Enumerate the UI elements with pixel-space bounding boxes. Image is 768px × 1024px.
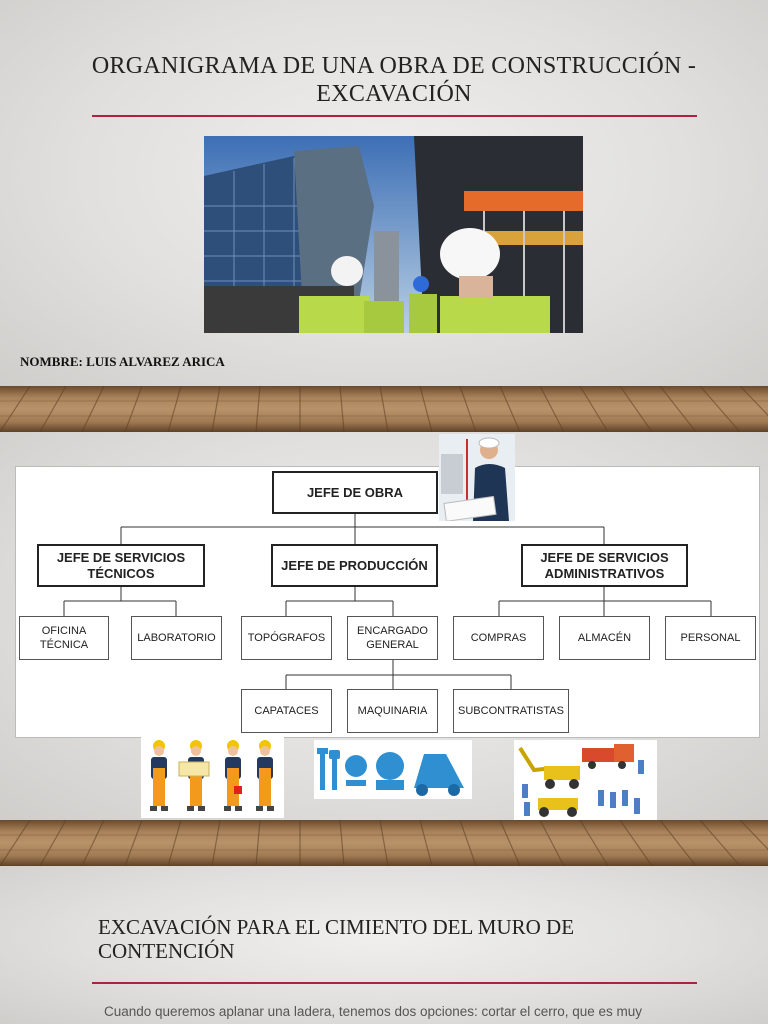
- site-manager-photo: [439, 434, 515, 521]
- machinery-illustration: [514, 740, 657, 822]
- org-node-personal: PERSONAL: [665, 616, 756, 660]
- workers-illustration: [141, 736, 284, 818]
- construction-tools-icons: [314, 740, 472, 799]
- org-node-oficina-tecnica: OFICINA TÉCNICA: [19, 616, 109, 660]
- title-underline: [92, 115, 697, 117]
- construction-site-photo: [204, 136, 583, 333]
- org-chart: JEFE DE OBRA JEFE DE SERVICIOS TÉCNICOS …: [15, 466, 760, 738]
- org-node-subcontratistas: SUBCONTRATISTAS: [453, 689, 569, 733]
- org-node-compras: COMPRAS: [453, 616, 544, 660]
- org-chart-connectors: [63, 514, 712, 689]
- org-node-almacen: ALMACÉN: [559, 616, 650, 660]
- org-node-servicios-tecnicos: JEFE DE SERVICIOS TÉCNICOS: [37, 544, 205, 587]
- section-paragraph: Cuando queremos aplanar una ladera, tene…: [104, 1004, 643, 1019]
- org-node-laboratorio: LABORATORIO: [131, 616, 222, 660]
- section-title-underline: [92, 982, 697, 984]
- slide-3: [0, 866, 768, 1024]
- org-node-servicios-administrativos: JEFE DE SERVICIOS ADMINISTRATIVOS: [521, 544, 688, 587]
- slide-title: ORGANIGRAMA DE UNA OBRA DE CONSTRUCCIÓN …: [91, 53, 697, 107]
- org-node-capataces: CAPATACES: [241, 689, 332, 733]
- org-node-encargado-general: ENCARGADO GENERAL: [347, 616, 438, 660]
- org-node-produccion: JEFE DE PRODUCCIÓN: [271, 544, 438, 587]
- org-node-topografos: TOPÓGRAFOS: [241, 616, 332, 660]
- org-node-jefe-de-obra: JEFE DE OBRA: [272, 471, 438, 514]
- author-name: NOMBRE: LUIS ALVAREZ ARICA: [20, 354, 225, 369]
- section-title: EXCAVACIÓN PARA EL CIMIENTO DEL MURO DE …: [98, 915, 575, 963]
- org-node-maquinaria: MAQUINARIA: [347, 689, 438, 733]
- wood-divider-2: [0, 820, 768, 866]
- wood-divider: [0, 386, 768, 432]
